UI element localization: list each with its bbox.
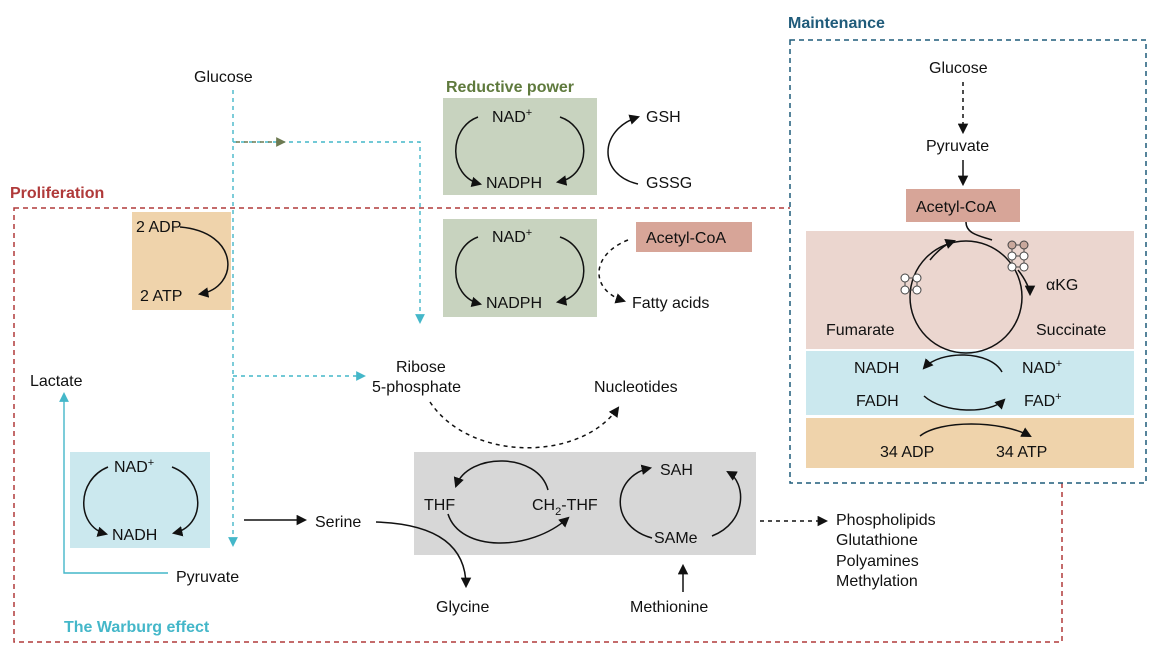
- sah-label: SAH: [660, 462, 693, 479]
- acetyl-to-fatty-arrow: [598, 239, 629, 304]
- glycine-label: Glycine: [436, 599, 489, 616]
- nadph-mid-label: NADPH: [486, 295, 542, 312]
- ribose-label: Ribose: [396, 359, 446, 376]
- same-cycle-left: [619, 464, 653, 539]
- tca-arrow-top: [929, 239, 956, 261]
- etc-panel: [806, 351, 1134, 415]
- fad-label: FAD+: [1024, 391, 1062, 410]
- polyamines-label: Polyamines: [836, 553, 919, 570]
- glucose-to-ppp: [233, 141, 425, 324]
- thf-to-ch2thf-arrow: [447, 513, 570, 544]
- pyruvate-to-lactate: [59, 392, 168, 574]
- cycle-arc-top-right: [555, 116, 585, 186]
- same-label: SAMe: [654, 530, 698, 547]
- glutathione-label: Glutathione: [836, 532, 918, 549]
- nad-warburg-label: NAD+: [114, 457, 154, 476]
- cycle-arc-mid-left: [455, 236, 483, 308]
- gsh-label: GSH: [646, 109, 681, 126]
- tca-arrow-akg: [1017, 269, 1036, 297]
- cycle-arc-warburg-right: [171, 466, 199, 537]
- akg-label: αKG: [1046, 277, 1078, 294]
- phospholipids-label: Phospholipids: [836, 512, 936, 529]
- acetyl-coa-box-mid: [636, 222, 752, 252]
- glucose-left-label: Glucose: [194, 69, 253, 86]
- nad-to-nadh-arrow: [922, 354, 1003, 373]
- succinate-label: Succinate: [1036, 322, 1106, 339]
- acetyl-coa-right-label: Acetyl-CoA: [916, 199, 996, 216]
- glucose-right-label: Glucose: [929, 60, 988, 77]
- adp2-label: 2 ADP: [136, 219, 181, 236]
- ribose-to-nucleotides-arrow: [429, 401, 620, 449]
- warburg-title: The Warburg effect: [64, 619, 210, 636]
- methylation-label: Methylation: [836, 573, 918, 590]
- adp-to-atp-arrow: [179, 226, 229, 298]
- thf-label: THF: [424, 497, 455, 514]
- nadh-warburg-label: NADH: [112, 527, 157, 544]
- pyruvate-left-label: Pyruvate: [176, 569, 239, 586]
- lactate-label: Lactate: [30, 373, 83, 390]
- serine-label: Serine: [315, 514, 361, 531]
- same-cycle-right: [711, 470, 742, 537]
- atp-box-left: [132, 212, 231, 310]
- nad-mid-label: NAD+: [492, 227, 532, 246]
- gssg-label: GSSG: [646, 175, 692, 192]
- fadh-to-fad-arrow: [923, 395, 1006, 411]
- cycle-arc-top-left: [455, 116, 483, 188]
- atp2-label: 2 ATP: [140, 288, 182, 305]
- ch2thf-to-thf-arrow: [453, 460, 549, 491]
- maintenance-title: Maintenance: [788, 15, 885, 32]
- atp34-label: 34 ATP: [996, 444, 1047, 461]
- proliferation-title: Proliferation: [10, 185, 104, 202]
- fumarate-molecule-icon: [900, 273, 922, 295]
- nad-right-label: NAD+: [1022, 358, 1062, 377]
- nadh-right-label: NADH: [854, 360, 899, 377]
- adp34-label: 34 ADP: [880, 444, 934, 461]
- reductive-box-mid: [443, 219, 597, 317]
- methionine-label: Methionine: [630, 599, 708, 616]
- gssg-to-gsh-arrow: [607, 114, 640, 185]
- adp34-to-atp34-arrow: [919, 423, 1032, 437]
- nadph-top-label: NADPH: [486, 175, 542, 192]
- reductive-power-title: Reductive power: [446, 79, 574, 96]
- atp-panel-right: [806, 418, 1134, 468]
- acetyl-into-tca: [965, 221, 993, 241]
- cycle-arc-mid-right: [555, 236, 585, 306]
- fadh-label: FADH: [856, 393, 899, 410]
- fumarate-label: Fumarate: [826, 322, 895, 339]
- tca-panel: [806, 231, 1134, 349]
- nad-top-label: NAD+: [492, 107, 532, 126]
- nucleotides-label: Nucleotides: [594, 379, 678, 396]
- fatty-acids-label: Fatty acids: [632, 295, 709, 312]
- phosphate-label: 5-phosphate: [372, 379, 461, 396]
- ch2-thf-label: CH2-THF: [532, 497, 598, 518]
- acetyl-coa-mid-label: Acetyl-CoA: [646, 230, 726, 247]
- warburg-nad-box: [70, 452, 210, 548]
- cycle-arc-warburg-left: [83, 466, 109, 537]
- succinyl-molecule-icon: [1007, 240, 1029, 272]
- pyruvate-right-label: Pyruvate: [926, 138, 989, 155]
- tca-cycle: [909, 240, 1023, 354]
- acetyl-coa-box-right: [906, 189, 1020, 222]
- serine-to-glycine-arrow: [375, 521, 472, 589]
